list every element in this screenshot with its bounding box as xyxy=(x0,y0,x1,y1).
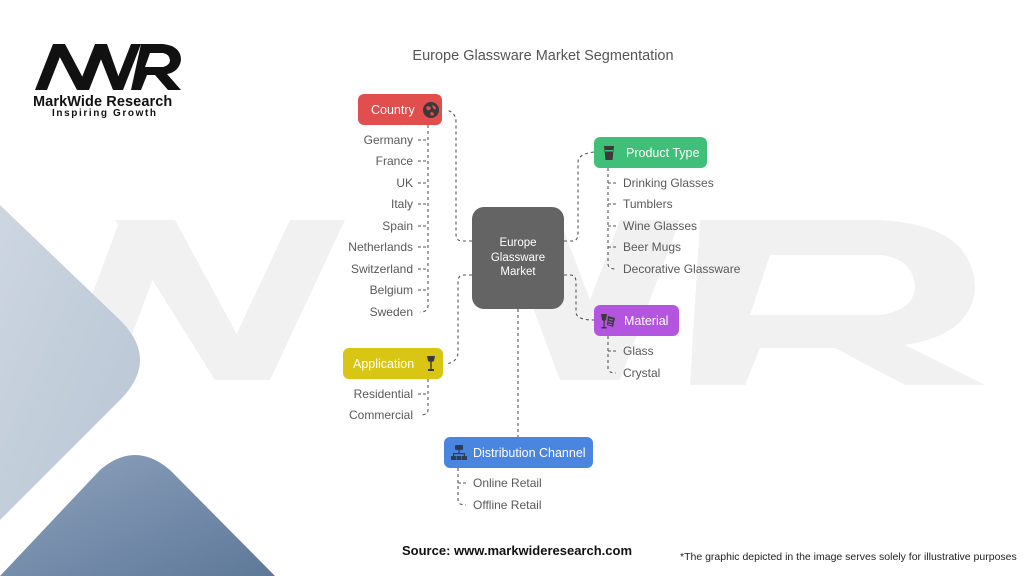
mwr-logo-icon xyxy=(35,44,181,90)
hierarchy-icon xyxy=(450,444,468,462)
center-node[interactable]: Europe Glassware Market xyxy=(472,207,564,309)
glass-cup-icon xyxy=(600,144,618,162)
segment-label: Country xyxy=(371,102,415,117)
country-item: UK xyxy=(396,176,413,190)
country-item: Switzerland xyxy=(350,262,413,276)
distribution-channel-item: Online Retail xyxy=(473,476,542,490)
application-item: Residential xyxy=(353,387,413,401)
segment-application[interactable]: Application xyxy=(343,348,443,379)
country-item: Italy xyxy=(390,197,413,211)
country-item: Germany xyxy=(363,133,413,147)
product-type-item: Beer Mugs xyxy=(623,240,682,254)
wine-glass-icon xyxy=(422,355,440,373)
segment-country[interactable]: Country xyxy=(358,94,442,125)
center-line: Europe xyxy=(499,237,537,250)
country-item: France xyxy=(375,154,413,168)
glasses-material-icon xyxy=(599,312,617,330)
brand-name: MarkWide Research xyxy=(33,94,173,110)
country-item: Belgium xyxy=(369,283,413,297)
country-item: Sweden xyxy=(369,305,413,319)
diagram-title: Europe Glassware Market Segmentation xyxy=(412,48,674,64)
product-type-item: Decorative Glassware xyxy=(623,262,741,276)
country-item: Spain xyxy=(382,219,413,233)
material-item: Glass xyxy=(623,344,654,358)
bg-shape-dark xyxy=(0,455,275,576)
source-credit: Source: www.markwideresearch.com xyxy=(402,543,633,558)
country-item: Netherlands xyxy=(348,240,413,254)
segment-product-type[interactable]: Product Type xyxy=(594,137,707,168)
segment-label: Distribution Channel xyxy=(473,445,586,460)
segment-label: Material xyxy=(624,313,669,328)
center-line: Market xyxy=(500,266,536,279)
segment-distribution-channel[interactable]: Distribution Channel xyxy=(444,437,593,468)
brand-logo xyxy=(33,40,193,92)
globe-icon xyxy=(422,101,440,119)
product-type-item: Wine Glasses xyxy=(623,219,698,233)
product-type-item: Tumblers xyxy=(623,197,673,211)
product-type-item: Drinking Glasses xyxy=(623,176,714,190)
application-item: Commercial xyxy=(348,408,413,422)
disclaimer: *The graphic depicted in the image serve… xyxy=(680,551,1017,563)
segment-label: Product Type xyxy=(626,145,700,160)
brand-tagline: Inspiring Growth xyxy=(52,108,158,119)
segment-material[interactable]: Material xyxy=(594,305,679,336)
bg-shape-light xyxy=(0,205,140,520)
distribution-channel-item: Offline Retail xyxy=(473,498,542,512)
center-line: Glassware xyxy=(490,251,546,264)
material-item: Crystal xyxy=(623,366,661,380)
segment-label: Application xyxy=(353,356,415,371)
